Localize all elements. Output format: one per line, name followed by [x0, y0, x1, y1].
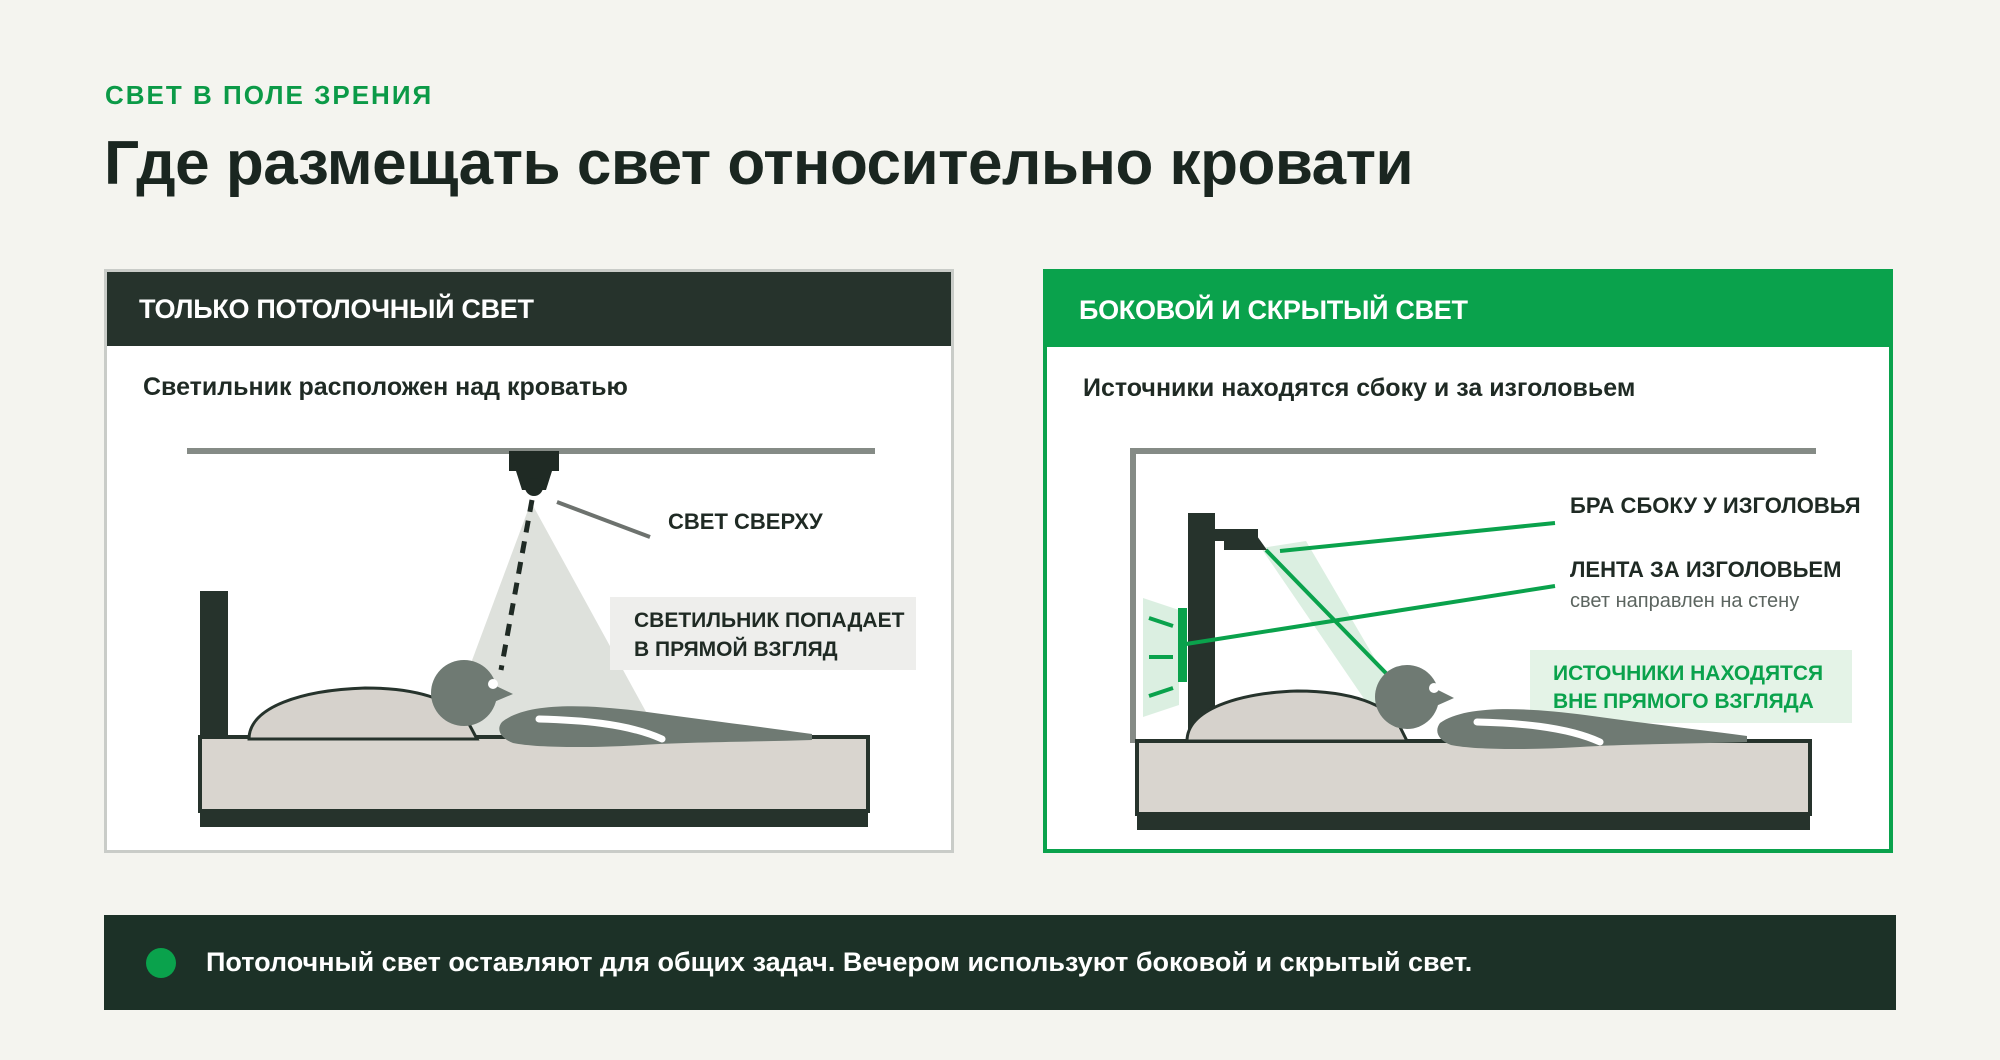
person-arm	[1473, 718, 1604, 746]
wall-line	[1130, 448, 1136, 743]
label-strip-note: свет направлен на стену	[1570, 590, 1799, 612]
label-light-top: СВЕТ СВЕРХУ	[668, 509, 823, 534]
person-body	[1437, 709, 1747, 750]
ceiling-lamp-icon	[509, 451, 559, 496]
bed-icon	[198, 591, 870, 827]
callout-box	[1530, 650, 1852, 723]
callout-line-2: ВНЕ ПРЯМОГО ВЗГЛЯДА	[1553, 690, 1814, 713]
label-strip: ЛЕНТА ЗА ИЗГОЛОВЬЕМ	[1570, 557, 1841, 582]
wall-sconce-icon	[1188, 529, 1267, 550]
panel-side-hidden-light-subtitle: Источники находятся сбоку и за изголовье…	[1083, 374, 1636, 402]
kicker: СВЕТ В ПОЛЕ ЗРЕНИЯ	[105, 80, 434, 110]
footer-text: Потолочный свет оставляют для общих зада…	[206, 947, 1473, 977]
callout-box	[610, 597, 916, 670]
led-strip-icon	[1178, 608, 1187, 682]
panel-side-hidden-light-title: БОКОВОЙ И СКРЫТЫЙ СВЕТ	[1047, 273, 1889, 347]
panel-ceiling-light: ТОЛЬКО ПОТОЛОЧНЫЙ СВЕТ Светильник распол…	[104, 269, 954, 853]
line-of-sight	[498, 499, 535, 671]
ceiling-light-diagram: СВЕТ СВЕРХУ СВЕТИЛЬНИК ПОПАДАЕТ В ПРЯМОЙ…	[187, 448, 916, 827]
panel-ceiling-light-subtitle: Светильник расположен над кроватью	[143, 373, 628, 401]
glow-rays	[1148, 616, 1174, 698]
ceiling-line	[1130, 448, 1816, 454]
side-light-diagram: БРА СБОКУ У ИЗГОЛОВЬЯ ЛЕНТА ЗА ИЗГОЛОВЬЕ…	[1130, 448, 1861, 830]
person-head-icon	[1375, 665, 1454, 729]
person-arm	[535, 715, 666, 743]
headboard-post	[1188, 513, 1215, 743]
bed-icon	[1135, 739, 1812, 830]
headline: Где размещать свет относительно кровати	[104, 129, 1414, 198]
label-sconce: БРА СБОКУ У ИЗГОЛОВЬЯ	[1570, 493, 1861, 518]
panel-ceiling-light-title: ТОЛЬКО ПОТОЛОЧНЫЙ СВЕТ	[107, 272, 951, 346]
bullet-dot-icon	[146, 947, 176, 978]
panel-side-hidden-light: БОКОВОЙ И СКРЫТЫЙ СВЕТ Источники находят…	[1043, 269, 1893, 853]
footer-note: Потолочный свет оставляют для общих зада…	[104, 915, 1896, 1010]
strip-pointer	[1185, 584, 1556, 646]
callout-line-1: ИСТОЧНИКИ НАХОДЯТСЯ	[1553, 662, 1823, 685]
callout-line-1: СВЕТИЛЬНИК ПОПАДАЕТ	[634, 609, 905, 632]
sconce-pointer	[1279, 521, 1556, 553]
person-head-icon	[431, 660, 513, 726]
callout-line-2: В ПРЯМОЙ ВЗГЛЯД	[634, 637, 838, 661]
label-pointer	[556, 500, 651, 539]
person-body	[499, 706, 812, 748]
